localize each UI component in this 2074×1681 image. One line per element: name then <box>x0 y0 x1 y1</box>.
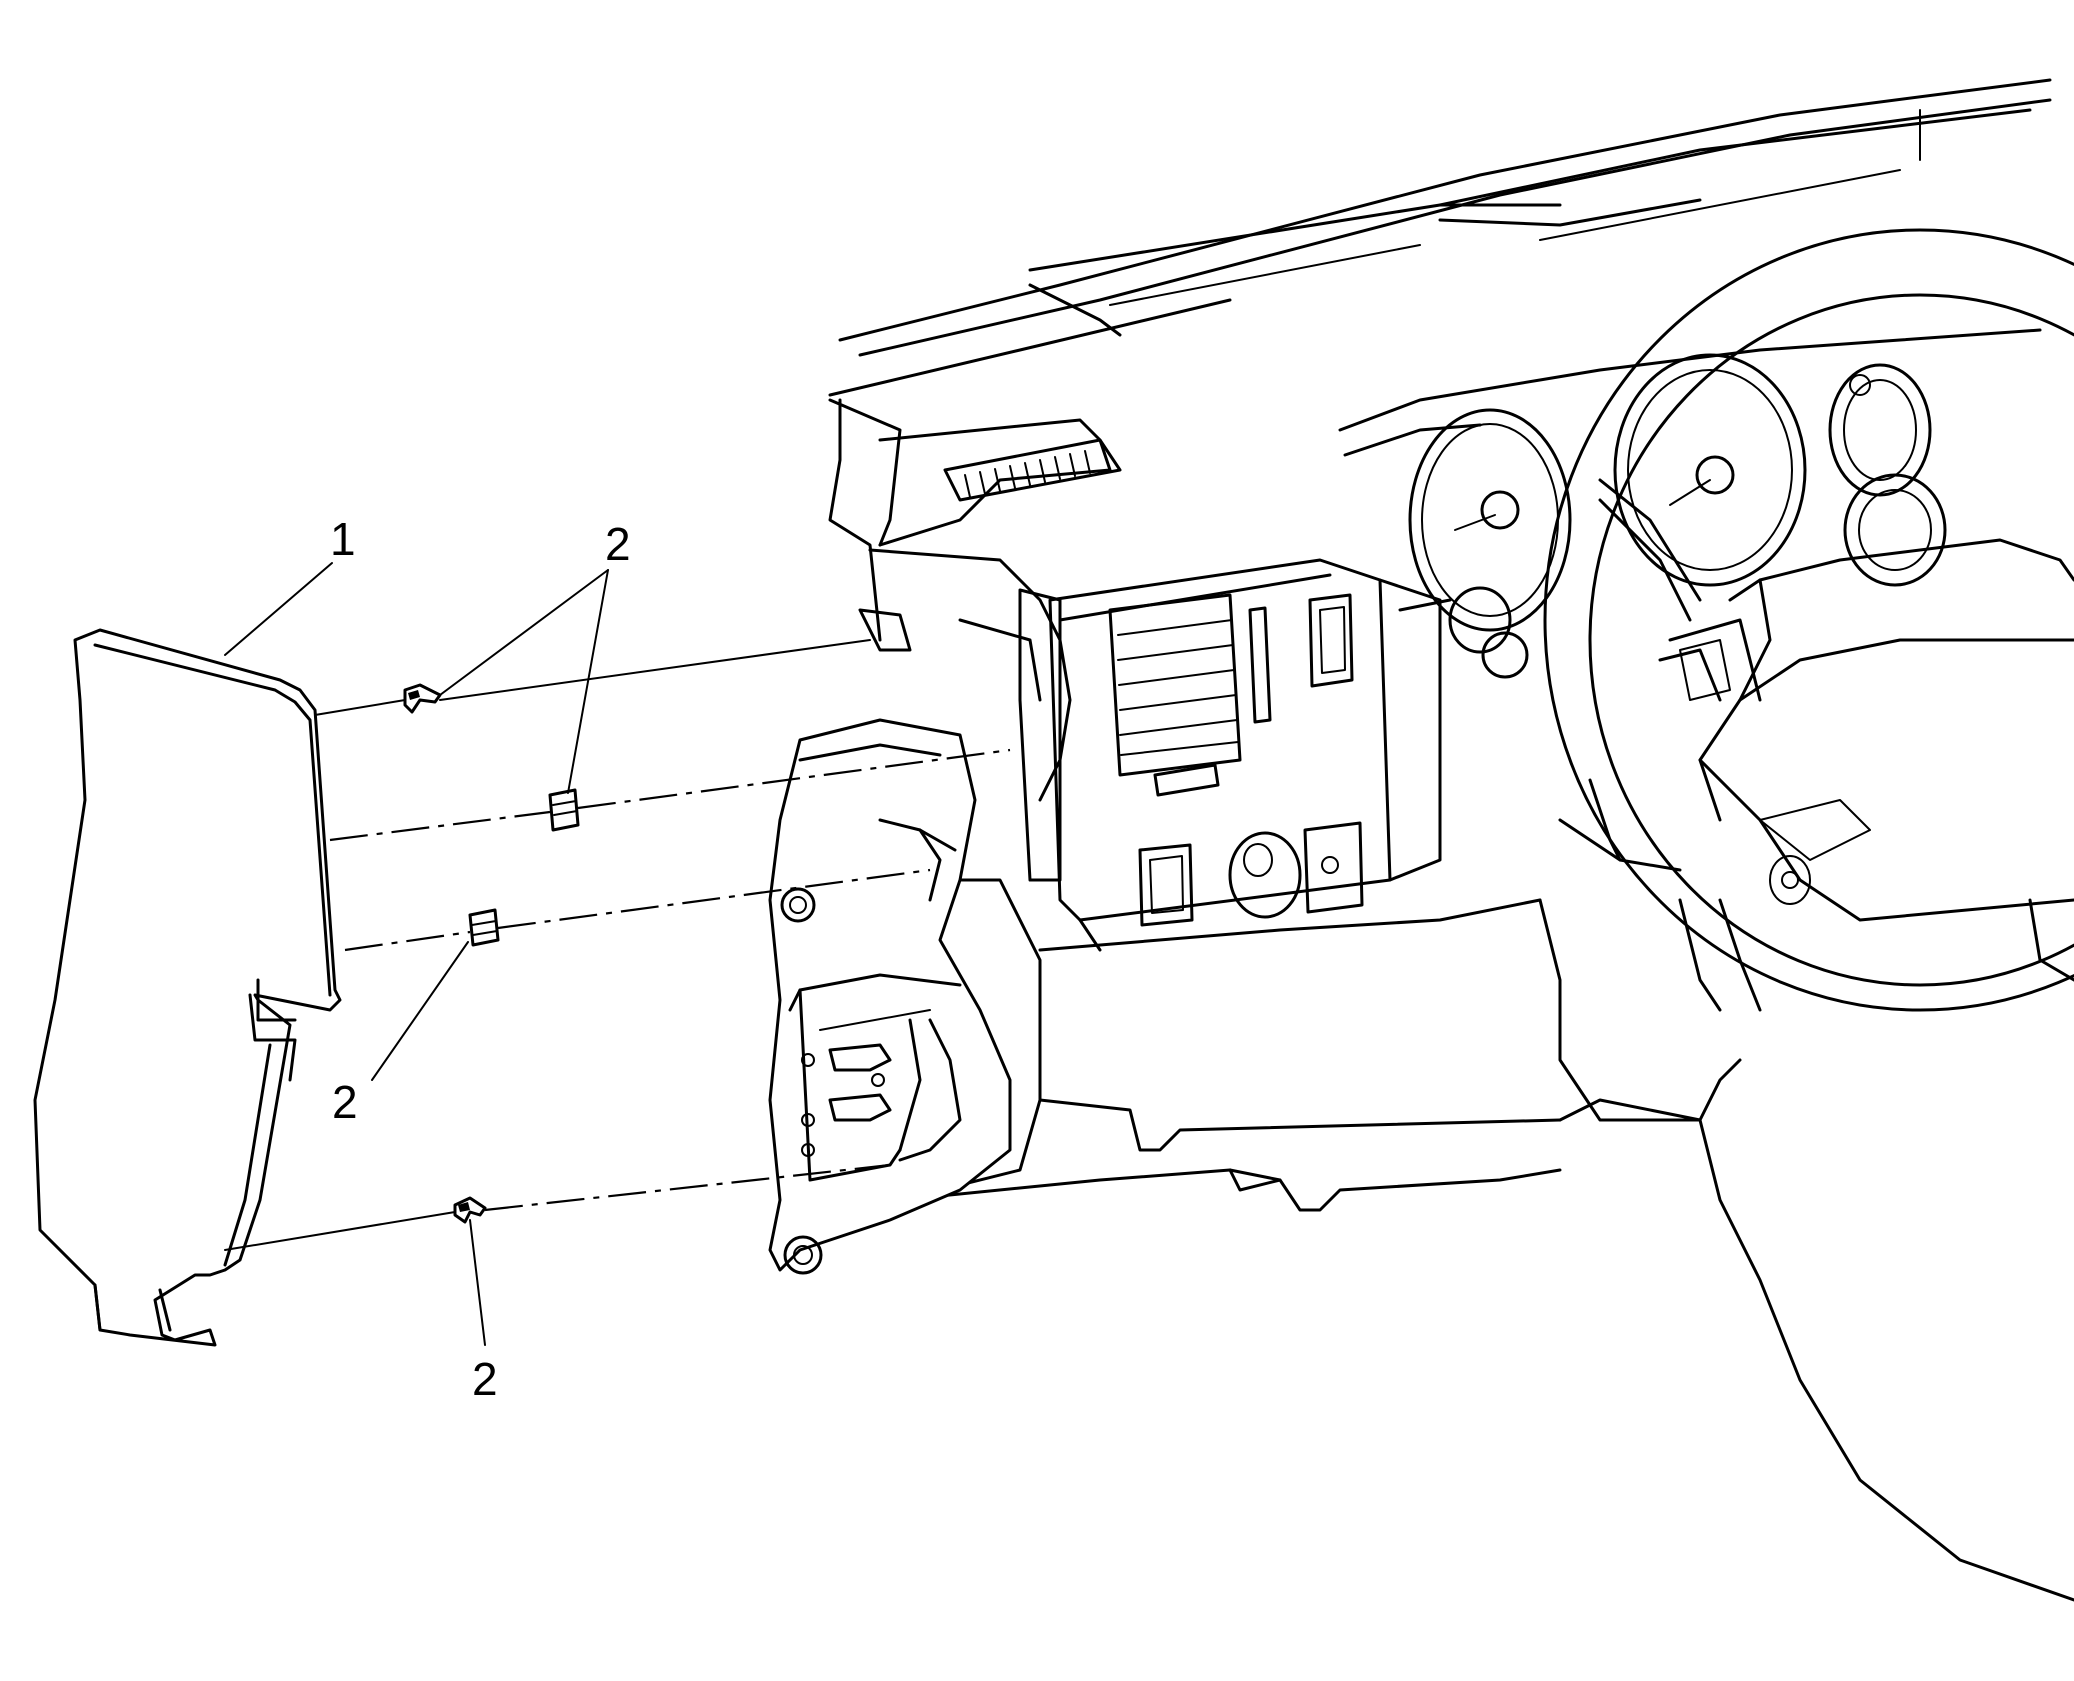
leader-lines <box>224 562 609 1346</box>
callout-2-middle-retainer: 2 <box>332 1076 358 1128</box>
mounting-bracket <box>768 718 1012 1275</box>
callout-2-lower-retainer: 2 <box>472 1353 498 1405</box>
retainer-clips <box>403 683 580 1224</box>
alignment-lines <box>224 639 1011 1251</box>
callout-1-panel: 1 <box>330 513 356 565</box>
retainer-clip-middle <box>548 788 580 832</box>
retainer-clip-lower <box>468 908 500 947</box>
retainer-clip-upper <box>403 683 442 714</box>
retainer-clip-bottom <box>453 1196 487 1224</box>
trim-panel <box>33 628 342 1347</box>
instrument-panel-assembly <box>828 78 2074 1602</box>
callout-2-upper-retainers: 2 <box>605 518 631 570</box>
callout-labels: 1 2 2 2 <box>330 513 631 1405</box>
